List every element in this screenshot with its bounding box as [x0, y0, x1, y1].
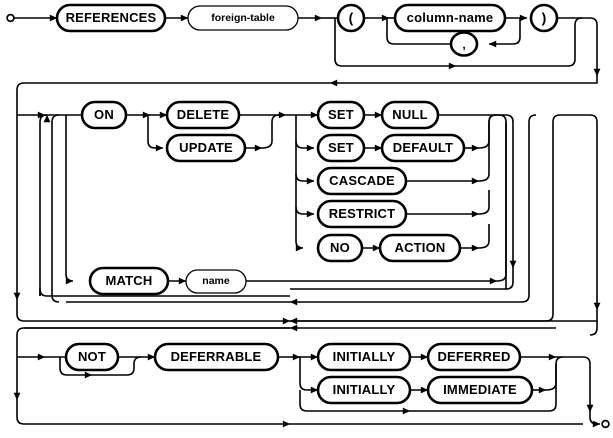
- track-row3-bypass-bottom: [16, 400, 291, 428]
- token-initially-deferred: INITIALLY: [316, 342, 412, 372]
- track-row2-right-rail-bottom: [290, 268, 514, 290]
- track-row2-right-rail-descend: [505, 114, 517, 269]
- track-not-bypass-left: [59, 357, 93, 379]
- track-row2-outer-bypass-bottom: [16, 300, 291, 325]
- token-cascade-label: CASCADE: [329, 173, 395, 188]
- token-initially-deferred-label: INITIALLY: [333, 349, 396, 364]
- token-right-paren: ): [529, 3, 559, 33]
- token-immediate: IMMEDIATE: [426, 375, 534, 405]
- token-set-default-set-label: SET: [328, 140, 354, 155]
- track-branch-to-set-default: [295, 140, 315, 152]
- token-set-null-set-label: SET: [328, 107, 354, 122]
- token-comma-box: [449, 31, 479, 57]
- track-row2-left-rail-top: [16, 82, 330, 110]
- track-initially-group-bypass-right: [410, 364, 557, 412]
- track-row3-left-rail-top: [16, 327, 290, 352]
- track-row1-to-row2-return: [329, 76, 598, 87]
- token-null-label: NULL: [392, 107, 427, 122]
- token-action: ACTION: [378, 233, 462, 263]
- track-immediate-merge-up: [545, 356, 564, 391]
- token-on-label: ON: [94, 107, 114, 122]
- token-delete-label: DELETE: [177, 107, 230, 122]
- token-set-default-set: SET: [316, 133, 366, 163]
- track-row2-repeat-bottom-left: [39, 288, 290, 297]
- track-not-bypass-right: [92, 356, 142, 376]
- token-deferred: DEFERRED: [426, 342, 522, 372]
- token-set-null-set: SET: [316, 100, 366, 130]
- token-update: UPDATE: [165, 133, 247, 163]
- track-action-chooser-rail: [295, 115, 304, 252]
- token-delete: DELETE: [165, 100, 241, 130]
- token-no: NO: [316, 233, 364, 263]
- track-row2-repeat-left-corner: [51, 114, 60, 303]
- token-not-label: NOT: [78, 349, 106, 364]
- token-name: name: [185, 269, 247, 294]
- token-cascade: CASCADE: [316, 166, 408, 196]
- track-action-merge-to-rail: [488, 114, 506, 123]
- token-default: DEFAULT: [380, 133, 466, 163]
- token-on: ON: [80, 100, 128, 130]
- track-action-merge-up: [478, 224, 490, 249]
- track-row3-final-descend: [556, 356, 594, 413]
- token-action-label: ACTION: [394, 240, 445, 255]
- track-update-merge-up: [261, 114, 280, 149]
- track-final-to-endpoint: [589, 412, 601, 428]
- token-match: MATCH: [88, 266, 170, 296]
- token-default-label: DEFAULT: [393, 140, 453, 155]
- track-paren-group-bypass-left: [334, 18, 457, 70]
- token-not: NOT: [64, 342, 120, 372]
- token-immediate-label: IMMEDIATE: [443, 382, 517, 397]
- track-name-merge-up: [496, 122, 507, 282]
- token-restrict-label: RESTRICT: [329, 206, 396, 221]
- track-comma-loop-right: [488, 18, 521, 48]
- token-initially-immediate: INITIALLY: [316, 375, 412, 405]
- token-deferrable-label: DEFERRABLE: [171, 349, 262, 364]
- token-restrict: RESTRICT: [316, 199, 408, 229]
- token-left-paren-label: (: [349, 9, 354, 25]
- track-cascade-merge-up: [478, 122, 490, 182]
- token-match-label: MATCH: [106, 273, 153, 288]
- track-row2-repeat-up-rail: [39, 114, 51, 296]
- diagram-start-endpoint: [6, 13, 15, 23]
- token-initially-immediate-label: INITIALLY: [333, 382, 396, 397]
- track-branch-to-cascade: [295, 173, 315, 185]
- token-references: REFERENCES: [55, 3, 167, 33]
- token-deferrable: DEFERRABLE: [153, 342, 280, 372]
- token-no-label: NO: [330, 240, 350, 255]
- track-restrict-merge-up: [478, 190, 490, 215]
- token-right-paren-label: ): [542, 9, 547, 25]
- token-column-name-label: column-name: [407, 10, 494, 25]
- token-comma: ,: [449, 31, 479, 57]
- track-row1-right-descend: [583, 17, 601, 77]
- diagram-end-endpoint: [601, 419, 610, 429]
- track-branch-to-restrict: [295, 206, 315, 218]
- token-foreign-table: foreign-table: [187, 5, 299, 31]
- token-comma-label: ,: [462, 38, 465, 52]
- token-name-label: name: [202, 275, 230, 287]
- track-row2-branch-to-match: [65, 115, 74, 285]
- track-branch-to-update: [147, 115, 164, 152]
- token-null: NULL: [380, 100, 440, 130]
- track-paren-group-bypass-right: [456, 17, 583, 67]
- token-references-label: REFERENCES: [66, 10, 157, 25]
- track-default-merge-up: [478, 114, 497, 149]
- track-row3-return-corner-right: [589, 321, 598, 336]
- track-initially-group-bypass-left: [299, 390, 411, 415]
- track-row2-to-row3-descend: [560, 114, 601, 311]
- track-comma-loop-left: [386, 18, 452, 45]
- track-row2-repeat-bottom-right: [290, 114, 537, 303]
- token-deferred-label: DEFERRED: [437, 349, 510, 364]
- token-column-name: column-name: [393, 3, 507, 33]
- token-left-paren: (: [336, 3, 366, 33]
- token-update-label: UPDATE: [179, 140, 233, 155]
- track-branch-to-initially-immediate: [299, 357, 319, 394]
- token-foreign-table-label: foreign-table: [211, 12, 275, 24]
